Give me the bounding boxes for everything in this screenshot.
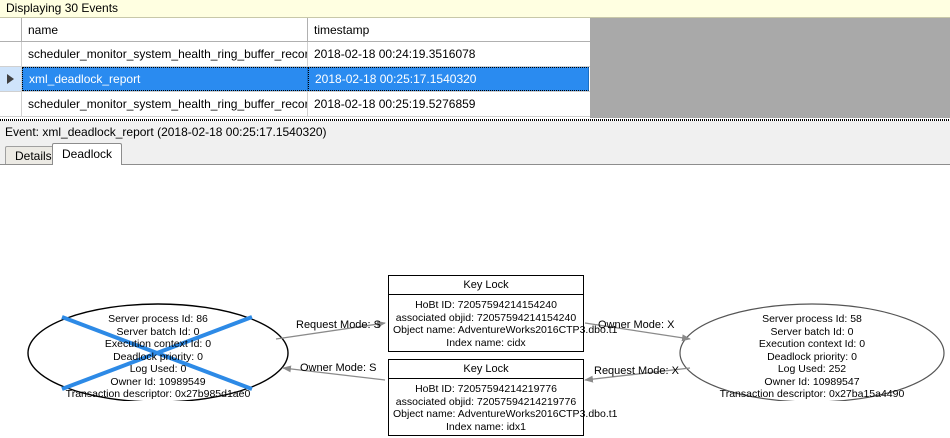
process-right-line-3: Execution context Id: 0 [758,338,866,350]
process-right-line-5: Log Used: 252 [777,363,847,375]
resource-bottom-line-4: Index name: idx1 [446,420,526,433]
tab-deadlock[interactable]: Deadlock [52,143,123,165]
page-title: Event: xml_deadlock_report (2018-02-18 0… [5,125,327,139]
process-right-line-1: Server process Id: 58 [762,313,862,325]
process-node-left[interactable] [27,303,289,401]
resource-top-line-2: associated objid: 72057594214154240 [395,311,577,324]
table-row[interactable]: scheduler_monitor_system_health_ring_buf… [0,92,590,117]
edge-label-top-owner-right: Owner Mode: X [598,319,675,331]
process-left-line-2: Server batch Id: 0 [116,325,200,338]
process-right-details: Server process Id: 58 Server batch Id: 0… [682,313,942,401]
row-selector[interactable] [0,92,22,116]
events-grid[interactable]: name timestamp scheduler_monitor_system_… [0,18,590,118]
current-row-arrow-icon [7,74,14,84]
event-detail-pane: Event: xml_deadlock_report (2018-02-18 0… [0,123,950,436]
detail-tabstrip: Details Deadlock [0,143,950,165]
resource-bottom-line-1: HoBt ID: 72057594214219776 [415,383,557,395]
deadlock-graph-vectors [27,303,945,401]
process-left-details: Server process Id: 86 Server batch Id: 0… [28,313,288,401]
edge-left-request-top [275,320,386,340]
cell-name[interactable]: scheduler_monitor_system_health_ring_buf… [22,42,308,66]
process-left-line-7: Transaction descriptor: 0x27b985d1ae0 [65,388,251,400]
process-left-line-1: Server process Id: 86 [108,313,208,325]
resource-top-line-1: HoBt ID: 72057594214154240 [415,299,557,311]
row-selector-header [0,18,22,41]
deadlock-victim-cross-icon [61,315,253,391]
process-left-line-4: Deadlock priority: 0 [113,350,203,363]
column-header-timestamp[interactable]: timestamp [314,23,370,37]
process-right-line-6: Owner Id: 10989547 [764,375,860,388]
resource-bottom-body: HoBt ID: 72057594214219776 associated ob… [389,379,618,438]
resource-top-body: HoBt ID: 72057594214154240 associated ob… [389,295,618,354]
deadlock-graph[interactable]: Server process Id: 86 Server batch Id: 0… [0,165,950,436]
process-right-line-2: Server batch Id: 0 [770,325,854,338]
resource-top-line-4: Index name: cidx [446,336,526,349]
pane-splitter[interactable] [0,118,950,123]
table-row-selected[interactable]: xml_deadlock_report 2018-02-18 00:25:17.… [0,67,590,92]
cell-timestamp[interactable]: 2018-02-18 00:25:17.1540320 [308,67,589,91]
process-left-line-3: Execution context Id: 0 [104,338,212,350]
resource-node-top[interactable]: Key Lock HoBt ID: 72057594214154240 asso… [388,275,618,354]
resource-top-line-3: Object name: AdventureWorks2016CTP3.dbo.… [393,324,618,336]
resource-bottom-title: Key Lock [389,360,583,379]
column-header-name[interactable]: name [22,18,308,41]
cell-name[interactable]: xml_deadlock_report [22,67,308,91]
resource-bottom-line-2: associated objid: 72057594214219776 [395,395,577,408]
process-right-line-4: Deadlock priority: 0 [767,350,857,363]
grid-header-row: name timestamp [0,18,590,42]
table-row[interactable]: scheduler_monitor_system_health_ring_buf… [0,42,590,67]
process-ellipse-right[interactable] [679,303,945,401]
edge-label-bottom-owner-left: Owner Mode: S [300,362,377,374]
cell-timestamp[interactable]: 2018-02-18 00:24:19.3516078 [314,47,476,61]
edge-right-request-bottom [584,367,691,383]
grid-caption: Displaying 30 Events [0,0,950,18]
tab-details[interactable]: Details [5,146,62,165]
resource-top-title: Key Lock [389,276,583,295]
events-grid-pane: Displaying 30 Events name timestamp sche… [0,0,950,118]
edge-top-owner-right [584,322,691,342]
process-right-line-7: Transaction descriptor: 0x27ba15a4490 [719,388,905,400]
resource-bottom-line-3: Object name: AdventureWorks2016CTP3.dbo.… [393,408,618,420]
resource-node-bottom[interactable]: Key Lock HoBt ID: 72057594214219776 asso… [388,359,618,438]
process-left-line-5: Log Used: 0 [129,363,187,375]
cell-name[interactable]: scheduler_monitor_system_health_ring_buf… [22,92,308,116]
edge-label-left-request-top: Request Mode: S [296,319,381,331]
edge-label-right-request-bottom: Request Mode: X [594,365,679,377]
edge-bottom-owner-left [282,365,386,381]
process-node-right[interactable] [679,303,945,401]
row-selector[interactable] [0,67,22,91]
deadlock-tab-panel: Server process Id: 86 Server batch Id: 0… [0,164,950,436]
cell-timestamp[interactable]: 2018-02-18 00:25:19.5276859 [314,97,476,111]
process-left-line-6: Owner Id: 10989549 [110,375,206,388]
row-selector[interactable] [0,42,22,66]
